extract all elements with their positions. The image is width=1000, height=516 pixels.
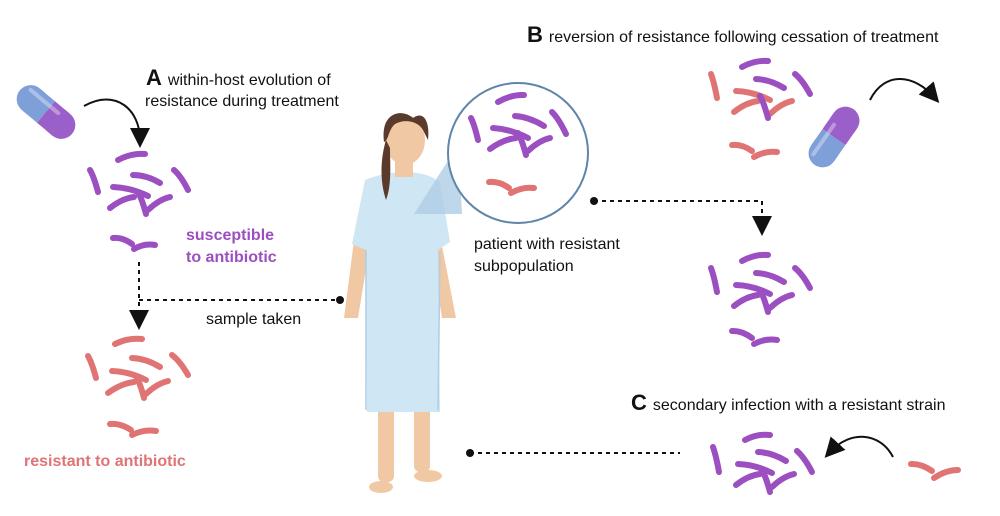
susceptible-bacterium [792,71,813,97]
susceptible-bacterium [145,194,173,213]
susceptible-bacterium [131,241,158,252]
bacteria-cluster-mixed [708,57,813,160]
susceptible-bacterium [753,270,787,285]
resistant-bacterium [133,373,147,401]
connector-dot [590,197,598,205]
patient-label-line2: subpopulation [474,258,574,275]
susceptible-bacterium [468,115,481,143]
bacteria-cluster-zoom [468,91,569,196]
bacteria-cluster-susceptible [87,150,191,252]
curved-arrow-icon [83,98,150,148]
bacteria-cluster-secondary [710,431,815,495]
connector-dot [336,296,344,304]
resistant-label: resistant to antibiotic [24,453,186,470]
susceptible-bacterium [733,471,763,488]
panel-a-title-line1: within-host evolution of [167,72,331,89]
susceptible-bacterium [733,282,773,297]
susceptible-bacterium [490,125,531,141]
resistant-bacterium [708,71,720,101]
susceptible-bacterium [495,91,527,105]
susceptible-bacterium [769,471,797,490]
resistant-bacterium [85,353,99,381]
resistant-bacterium [908,460,935,474]
bacteria-single-resistant [908,460,961,481]
panel-a-letter: A [146,65,162,90]
susceptible-bacterium [757,93,771,121]
curved-arrow-icon [869,78,940,104]
connector-dot [466,449,474,457]
susceptible-bacterium [135,189,149,217]
susceptible-bacterium [759,467,773,495]
susceptible-bacterium [755,449,789,464]
susceptible-bacterium [731,292,761,309]
resistant-bacterium [767,98,795,117]
susceptible-bacterium [710,444,722,475]
susceptible-bacterium [742,431,773,443]
susceptible-bacterium [767,292,795,311]
bacteria-cluster-resistant [85,335,191,438]
curved-arrow-icon [824,435,894,458]
resistant-bacterium [729,141,755,154]
susceptible-bacterium [739,57,771,70]
resistant-bacterium [169,352,191,378]
resistant-bacterium [486,178,512,191]
connector-b [594,200,772,236]
susceptible-bacterium [739,251,771,264]
resistant-bacterium [112,335,145,347]
resistant-bacterium [733,88,773,103]
sample-taken-label: sample taken [206,311,302,328]
pill-capsule-icon [16,85,76,139]
susceptible-label-line1: susceptible [186,227,275,244]
susceptible-bacterium [515,130,529,158]
patient-label-line1: patient with resistant [474,236,620,253]
susceptible-bacterium [792,265,813,291]
magnifier-circle-icon [447,82,589,224]
susceptible-bacterium [729,327,755,341]
patient-figure-icon [344,113,456,493]
susceptible-label-line2: to antibiotic [186,249,277,266]
susceptible-bacterium [751,336,780,347]
susceptible-bacterium [130,172,163,186]
panel-b-letter: B [527,22,543,47]
susceptible-bacterium [794,448,815,475]
panel-a-title-line2: resistance during treatment [145,93,339,110]
susceptible-bacterium [549,109,569,137]
susceptible-bacterium [171,167,191,193]
resistant-bacterium [109,368,149,383]
pill-capsule-icon [808,106,860,168]
resistant-bacterium [751,148,780,160]
panel-c-letter: C [631,390,647,415]
resistant-bacterium [129,355,163,370]
susceptible-bacterium [87,167,101,195]
susceptible-bacterium [753,76,787,91]
bacteria-cluster-reverted [708,251,813,347]
susceptible-bacterium [107,194,137,211]
resistant-bacterium [931,467,961,481]
susceptible-bacterium [487,135,519,152]
susceptible-bacterium [115,150,148,163]
susceptible-bacterium [525,135,553,154]
panel-c-title-text: secondary infection with a resistant str… [652,397,946,414]
resistant-bacterium [508,184,537,196]
susceptible-bacterium [708,265,720,295]
susceptible-bacterium [110,184,151,199]
resistant-bacterium [107,420,134,433]
resistant-bacterium [129,427,159,438]
resistant-bacterium [731,98,761,115]
susceptible-bacterium [110,234,135,247]
panel-b-title-text: reversion of resistance following cessat… [548,29,939,46]
resistant-bacterium [143,378,171,397]
susceptible-bacterium [512,113,547,129]
susceptible-bacterium [735,461,775,476]
resistant-bacterium [105,379,137,396]
susceptible-bacterium [757,287,771,315]
